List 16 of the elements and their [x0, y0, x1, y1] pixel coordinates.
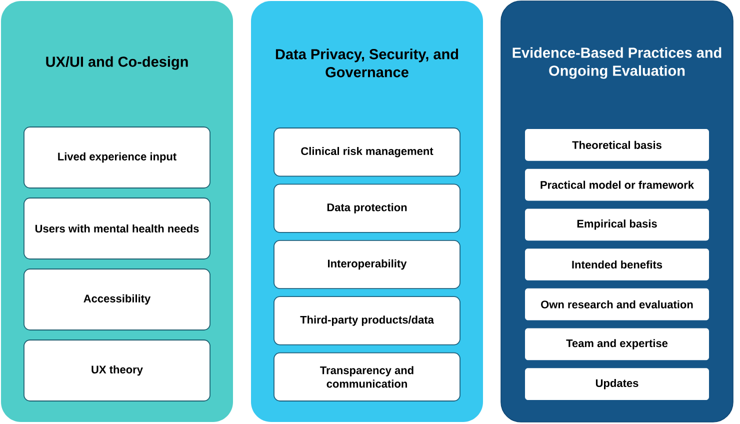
item-box: Updates [525, 368, 709, 400]
item-box: Clinical risk management [274, 128, 460, 177]
item-box: Third-party products/data [274, 296, 460, 346]
item-box: Practical model or framework [525, 168, 709, 201]
item-box: Theoretical basis [525, 129, 709, 161]
item-box: Interoperability [274, 240, 460, 290]
item-box: Transparency and communication [274, 352, 460, 402]
item-box: Data protection [274, 184, 460, 233]
item-box: Users with mental health needs [24, 198, 210, 260]
item-box: Lived experience input [24, 126, 210, 188]
item-box: Team and expertise [525, 328, 709, 360]
item-box: Accessibility [24, 268, 210, 330]
item-box: Empirical basis [525, 208, 709, 241]
item-box: UX theory [24, 340, 210, 402]
item-box: Intended benefits [525, 248, 709, 280]
item-box: Own research and evaluation [525, 288, 709, 320]
